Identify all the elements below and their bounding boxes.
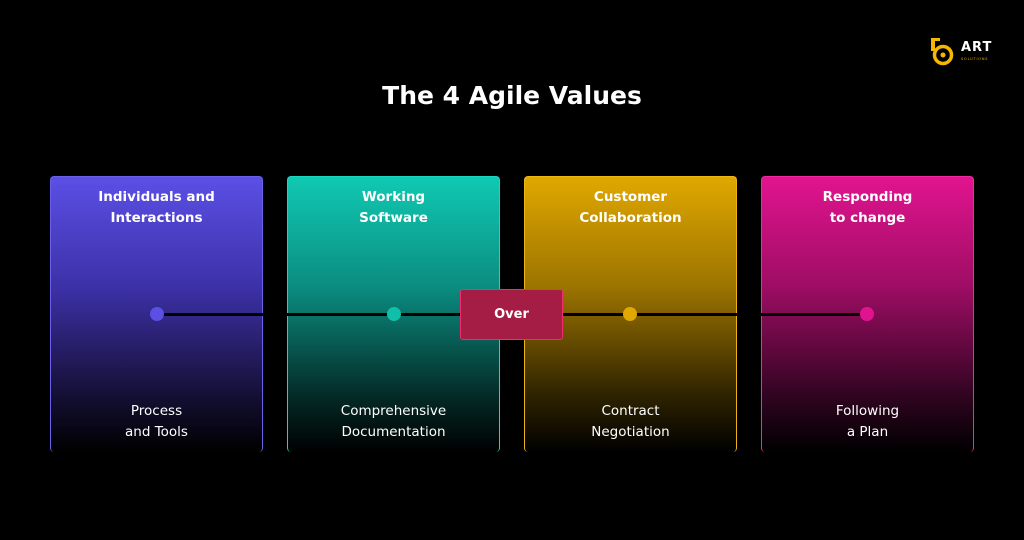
value-card-subtitle: Contract Negotiation [591, 403, 670, 440]
logo-subtext: SOLUTIONS [961, 57, 989, 61]
value-card-title: Working Software [359, 189, 428, 226]
value-card-subtitle: Following a Plan [835, 403, 900, 440]
page-title: The 4 Agile Values [382, 81, 642, 110]
logo-wordmark: ART [961, 40, 993, 55]
timeline-dot [860, 307, 874, 321]
logo-mark-icon [931, 38, 954, 66]
value-card-title: Customer Collaboration [579, 189, 682, 226]
over-connector-label: Over [460, 289, 563, 340]
value-card-title: Individuals and Interactions [98, 189, 215, 226]
brand-logo: ART SOLUTIONS [928, 36, 994, 66]
value-card-title: Responding to change [822, 189, 913, 226]
timeline-dot [150, 307, 164, 321]
timeline-dot [387, 307, 401, 321]
value-card-subtitle: Comprehensive Documentation [340, 403, 447, 440]
value-card-subtitle: Process and Tools [125, 403, 188, 440]
timeline-dot [623, 307, 637, 321]
